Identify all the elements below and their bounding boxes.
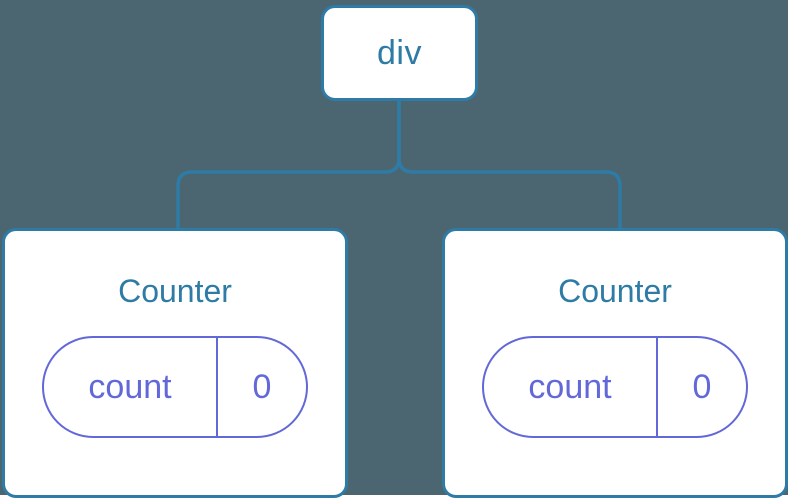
connector-root-to-right-child [397,101,622,230]
state-value-left: 0 [252,368,272,406]
state-key-right: count [484,338,658,436]
state-key-left: count [44,338,218,436]
node-counter-right-label: Counter [558,273,672,309]
node-root-div[interactable]: div [321,5,478,101]
node-counter-right[interactable]: Counter count 0 [442,228,788,498]
node-counter-left[interactable]: Counter count 0 [2,228,348,498]
state-pill-right[interactable]: count 0 [482,336,748,438]
node-root-label: div [377,34,422,72]
state-pill-left[interactable]: count 0 [42,336,308,438]
state-value-right: 0 [692,368,712,406]
node-counter-left-label: Counter [118,273,232,309]
connector-root-to-left-child [176,101,401,230]
